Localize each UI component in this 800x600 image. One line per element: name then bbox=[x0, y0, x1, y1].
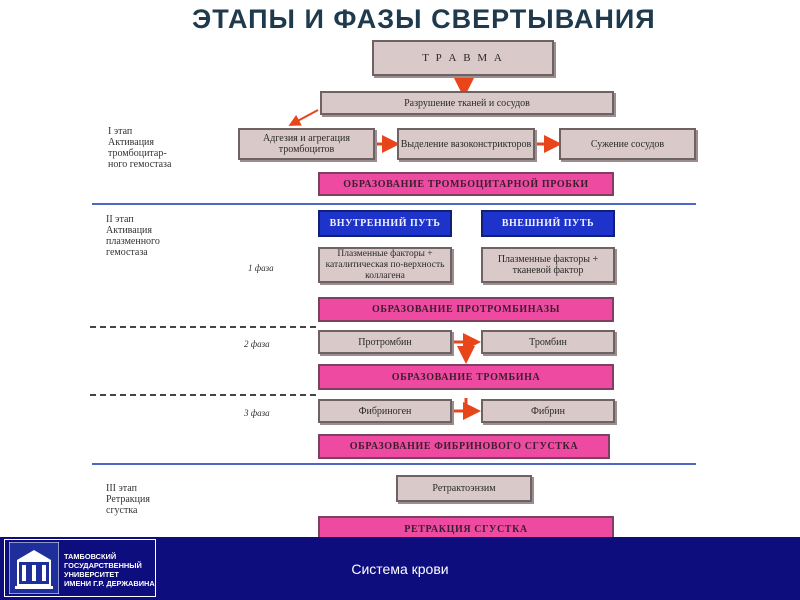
thrombin-formation-box: ОБРАЗОВАНИЕ ТРОМБИНА bbox=[318, 364, 614, 390]
stage-1-label: I этап Активация тромбоцитар- ного гемос… bbox=[108, 126, 172, 170]
phase-separator-1 bbox=[90, 326, 316, 328]
stage-separator-1 bbox=[92, 203, 696, 205]
university-building-icon bbox=[9, 542, 59, 594]
external-factors-box: Плазменные факторы + тканевой фактор bbox=[481, 247, 615, 283]
damage-box: Разрушение тканей и сосудов bbox=[320, 91, 614, 115]
fibrin-box: Фибрин bbox=[481, 399, 615, 423]
phase-2-label: 2 фаза bbox=[244, 339, 270, 349]
platelet-plug-box: ОБРАЗОВАНИЕ ТРОМБОЦИТАРНОЙ ПРОБКИ bbox=[318, 172, 614, 196]
trauma-box: Т Р А В М А bbox=[372, 40, 554, 76]
adhesion-box: Адгезия и агрегация тромбоцитов bbox=[238, 128, 375, 160]
stage-2-label: II этап Активация плазменного гемостаза bbox=[106, 214, 160, 258]
phase-1-label: 1 фаза bbox=[248, 263, 274, 273]
internal-path-box: ВНУТРЕННИЙ ПУТЬ bbox=[318, 210, 452, 237]
stage-3-label: III этап Ретракция сгустка bbox=[106, 483, 150, 516]
internal-factors-box: Плазменные факторы + каталитическая по-в… bbox=[318, 247, 452, 283]
stage-separator-2 bbox=[92, 463, 696, 465]
phase-separator-2 bbox=[90, 394, 316, 396]
retractozyme-box: Ретрактоэнзим bbox=[396, 475, 532, 502]
fibrin-clot-box: ОБРАЗОВАНИЕ ФИБРИНОВОГО СГУСТКА bbox=[318, 434, 610, 459]
prothrombin-box: Протромбин bbox=[318, 330, 452, 354]
fibrinogen-box: Фибриноген bbox=[318, 399, 452, 423]
prothrombinase-box: ОБРАЗОВАНИЕ ПРОТРОМБИНАЗЫ bbox=[318, 297, 614, 322]
title-line-1: ЭТАПЫ И ФАЗЫ СВЕРТЫВАНИЯ bbox=[192, 4, 656, 34]
vasoconstrictors-box: Выделение вазоконстрикторов bbox=[397, 128, 535, 160]
narrowing-box: Сужение сосудов bbox=[559, 128, 696, 160]
phase-3-label: 3 фаза bbox=[244, 408, 270, 418]
thrombin-box: Тромбин bbox=[481, 330, 615, 354]
arrow-damage-adhesion bbox=[288, 109, 319, 126]
university-logo-frame: ТАМБОВСКИЙ ГОСУДАРСТВЕННЫЙ УНИВЕРСИТЕТ И… bbox=[4, 539, 156, 597]
university-name: ТАМБОВСКИЙ ГОСУДАРСТВЕННЫЙ УНИВЕРСИТЕТ И… bbox=[64, 552, 155, 588]
slide-footer-title: Система крови bbox=[351, 561, 449, 577]
external-path-box: ВНЕШНИЙ ПУТЬ bbox=[481, 210, 615, 237]
footer-bar: ТАМБОВСКИЙ ГОСУДАРСТВЕННЫЙ УНИВЕРСИТЕТ И… bbox=[0, 537, 800, 600]
